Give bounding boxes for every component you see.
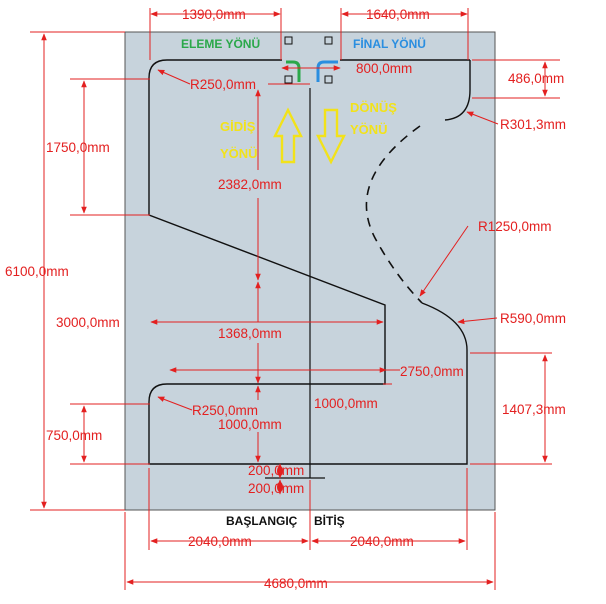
dim-r-bottom-left: R250,0mm (192, 403, 258, 418)
gidis-arrow-icon (273, 107, 303, 164)
dim-top-left-width: 1390,0mm (182, 7, 246, 22)
baslangic-label: BAŞLANGIÇ (226, 514, 298, 528)
marker-square (284, 75, 293, 84)
gidis-label-2: YÖNÜ (220, 146, 258, 161)
dim-end-gap-a: 200,0mm (248, 463, 304, 478)
donus-label-2: YÖNÜ (350, 122, 388, 137)
dim-bottom-center-height-b: 1000,0mm (218, 417, 282, 432)
dim-top-right-height: 486,0mm (508, 71, 564, 86)
gidis-label-1: GİDİŞ (220, 119, 256, 134)
dim-bottom-right-width: 2040,0mm (350, 534, 414, 549)
dim-total-height: 6100,0mm (5, 264, 69, 279)
dim-r-right-mid: R590,0mm (500, 311, 566, 326)
dim-center-width: 1368,0mm (218, 326, 282, 341)
dim-left-mid-width: 3000,0mm (56, 315, 120, 330)
dim-total-width: 4680,0mm (264, 576, 328, 591)
marker-square (324, 75, 333, 84)
dashed-arc (365, 125, 423, 304)
dim-bottom-center-height-a: 1000,0mm (314, 396, 378, 411)
dim-r-dashed: R1250,0mm (478, 219, 552, 234)
dim-left-bottom-height: 750,0mm (46, 428, 102, 443)
marker-square (284, 36, 293, 45)
dim-left-height: 1750,0mm (46, 140, 110, 155)
dim-right-mid-width: 2750,0mm (400, 364, 464, 379)
eleme-yonu-label: ELEME YÖNÜ (181, 36, 260, 51)
marker-dot (277, 482, 283, 492)
dim-top-right-width: 1640,0mm (366, 7, 430, 22)
donus-label-1: DÖNÜŞ (350, 100, 397, 115)
dim-top-gap: 800,0mm (356, 61, 412, 76)
dim-bottom-left-width: 2040,0mm (188, 534, 252, 549)
marker-dot (277, 466, 283, 476)
dim-right-bottom-height: 1407,3mm (502, 402, 566, 417)
bitis-label: BİTİŞ (314, 513, 345, 528)
dim-r-top-left: R250,0mm (190, 77, 256, 92)
dim-end-gap-b: 200,0mm (248, 481, 304, 496)
final-yonu-label: FİNAL YÖNÜ (353, 36, 426, 51)
marker-square (324, 36, 333, 45)
dim-center-height: 2382,0mm (218, 177, 282, 192)
dim-r-top-right: R301,3mm (500, 117, 566, 132)
donus-arrow-icon (316, 108, 346, 165)
track-outline (148, 59, 471, 465)
